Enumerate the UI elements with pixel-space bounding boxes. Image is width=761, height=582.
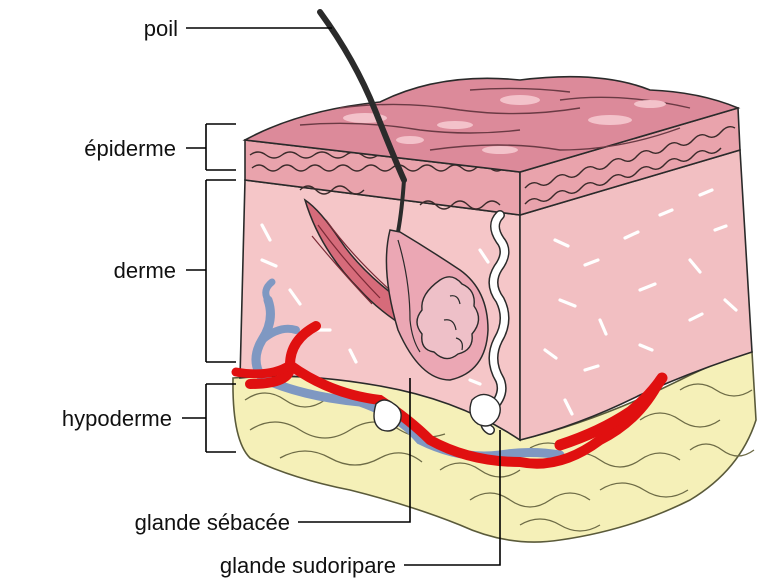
bracket-hypoderme <box>182 384 236 452</box>
label-poil: poil <box>144 16 178 41</box>
label-glande-sebacee: glande sébacée <box>135 510 290 535</box>
label-epiderme: épiderme <box>84 136 176 161</box>
bracket-derme <box>186 180 236 362</box>
label-glande-sudoripare: glande sudoripare <box>220 553 396 578</box>
label-hypoderme-group: hypoderme <box>62 384 236 452</box>
label-poil-group: poil <box>144 16 332 41</box>
label-derme: derme <box>114 258 176 283</box>
label-hypoderme: hypoderme <box>62 406 172 431</box>
label-derme-group: derme <box>114 180 236 362</box>
skin-block <box>233 12 756 542</box>
bracket-epiderme <box>186 124 236 170</box>
label-epiderme-group: épiderme <box>84 124 236 170</box>
